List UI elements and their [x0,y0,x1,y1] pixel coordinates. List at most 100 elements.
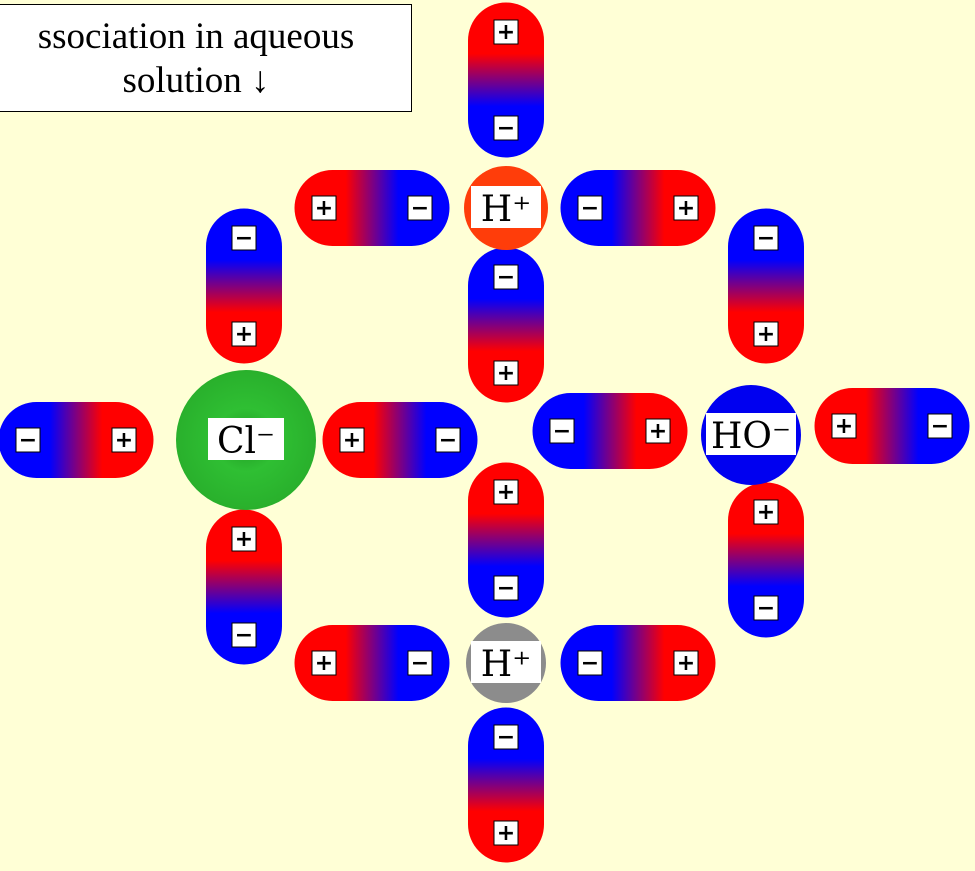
water-dipole: −+ [560,170,716,246]
dipole-body [294,170,450,246]
minus-sign-box [231,225,257,251]
plus-sign: + [677,651,695,676]
plus-sign-box [493,820,519,846]
ion-label: H⁺ [481,189,531,230]
dipole-body [468,462,544,618]
plus-sign: + [649,419,667,444]
caption-line-2: solution ↓ [122,60,270,101]
minus-sign-box [753,595,779,621]
minus-sign: − [235,226,253,251]
ion-label-box [208,418,284,460]
caption-box: ssociation in aqueous solution ↓ [0,4,412,112]
minus-sign-box [493,724,519,750]
minus-sign-box [753,225,779,251]
plus-sign-box [231,321,257,347]
dipole-body [468,2,544,158]
plus-sign: + [757,322,775,347]
minus-sign: − [19,428,37,453]
ion-layer: H⁺ Cl⁻ HO⁻ H⁺ [176,166,801,703]
water-dipole: +− [322,402,478,478]
water-dipole: −+ [728,208,804,364]
minus-sign-box [435,427,461,453]
minus-sign-box [407,650,433,676]
dipole-body [206,208,282,364]
plus-sign-box [311,650,337,676]
plus-sign-box [645,418,671,444]
minus-sign-box [493,575,519,601]
minus-sign: − [497,116,515,141]
plus-sign: + [343,428,361,453]
water-dipole: −+ [206,208,282,364]
dipole-body [532,393,688,469]
minus-sign: − [497,576,515,601]
water-dipole: −+ [468,707,544,863]
plus-sign: + [497,20,515,45]
plus-sign: + [497,361,515,386]
ion-label-box [471,186,541,228]
ion-hydroxide: HO⁻ [701,385,801,485]
minus-sign-box [493,115,519,141]
plus-sign-box [111,427,137,453]
minus-sign-box [577,650,603,676]
plus-sign-box [753,321,779,347]
dipole-body [468,247,544,403]
minus-sign-box [407,195,433,221]
minus-sign: − [411,651,429,676]
plus-sign: + [497,480,515,505]
ion-h-plus-bottom: H⁺ [466,623,546,703]
plus-sign-box [673,650,699,676]
minus-sign: − [235,623,253,648]
plus-sign: + [315,196,333,221]
ion-label-box [471,641,541,683]
water-dipole: −+ [560,625,716,701]
ion-label: H⁺ [481,644,531,685]
minus-sign-box [577,195,603,221]
water-dipole: +− [294,625,450,701]
dipole-body [206,509,282,665]
plus-sign: + [677,196,695,221]
plus-sign: + [497,821,515,846]
water-dipole: −+ [532,393,688,469]
dipole-body [468,707,544,863]
minus-sign: − [497,725,515,750]
minus-sign: − [757,226,775,251]
plus-sign: + [315,651,333,676]
ion-label: Cl⁻ [217,421,275,462]
water-dipole: +− [468,462,544,618]
plus-sign: + [235,527,253,552]
plus-sign-box [493,479,519,505]
plus-sign-box [493,19,519,45]
plus-sign-box [231,526,257,552]
minus-sign: − [439,428,457,453]
minus-sign-box [927,413,953,439]
minus-sign: − [553,419,571,444]
plus-sign-box [339,427,365,453]
plus-sign: + [757,500,775,525]
minus-sign: − [497,265,515,290]
minus-sign-box [231,622,257,648]
water-dipole: +− [294,170,450,246]
minus-sign: − [757,596,775,621]
dipole-body [294,625,450,701]
dipole-body [560,625,716,701]
minus-sign: − [931,414,949,439]
minus-sign-box [549,418,575,444]
water-dipole: +− [728,482,804,638]
minus-sign-box [493,264,519,290]
ion-label-box [706,413,796,455]
plus-sign-box [493,360,519,386]
plus-sign: + [835,414,853,439]
minus-sign: − [581,651,599,676]
plus-sign-box [311,195,337,221]
plus-sign-box [753,499,779,525]
water-dipole: +− [814,388,970,464]
dipole-body [0,402,154,478]
ion-label: HO⁻ [711,416,791,457]
plus-sign-box [673,195,699,221]
water-dipole: −+ [0,402,154,478]
dipole-body [322,402,478,478]
dipole-body [728,482,804,638]
ion-chloride: Cl⁻ [176,370,316,510]
